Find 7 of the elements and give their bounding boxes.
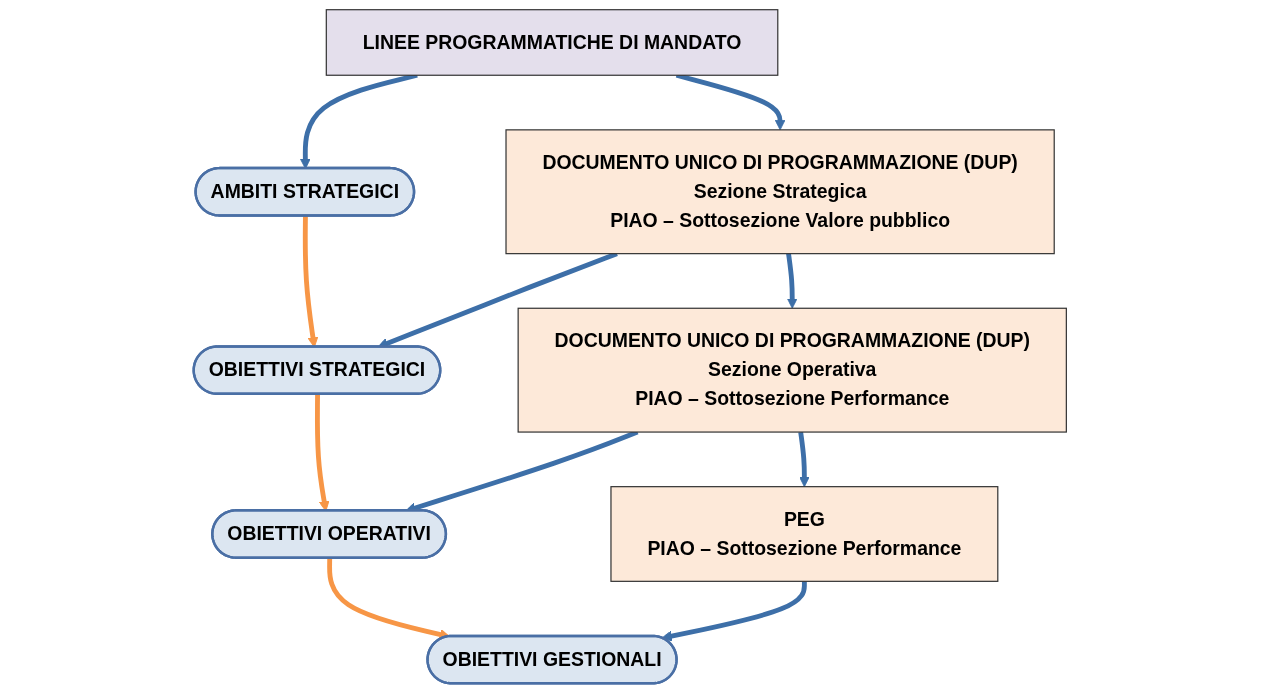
- arrow: [661, 581, 808, 642]
- arrow: [786, 253, 799, 309]
- arrow: [798, 431, 811, 488]
- node-box: DOCUMENTO UNICO DI PROGRAMMAZIONE (DUP) Sezione Strategica PIAO – Sottosezione Valore pubblico: [505, 129, 1056, 255]
- node-box: PEG PIAO – Sottosezione Performance: [610, 486, 999, 582]
- node-box: DOCUMENTO UNICO DI PROGRAMMAZIONE (DUP) Sezione Operativa PIAO – Sottosezione Performance: [518, 307, 1068, 433]
- node-box: LINEE PROGRAMMATICHE DI MANDATO: [326, 9, 779, 76]
